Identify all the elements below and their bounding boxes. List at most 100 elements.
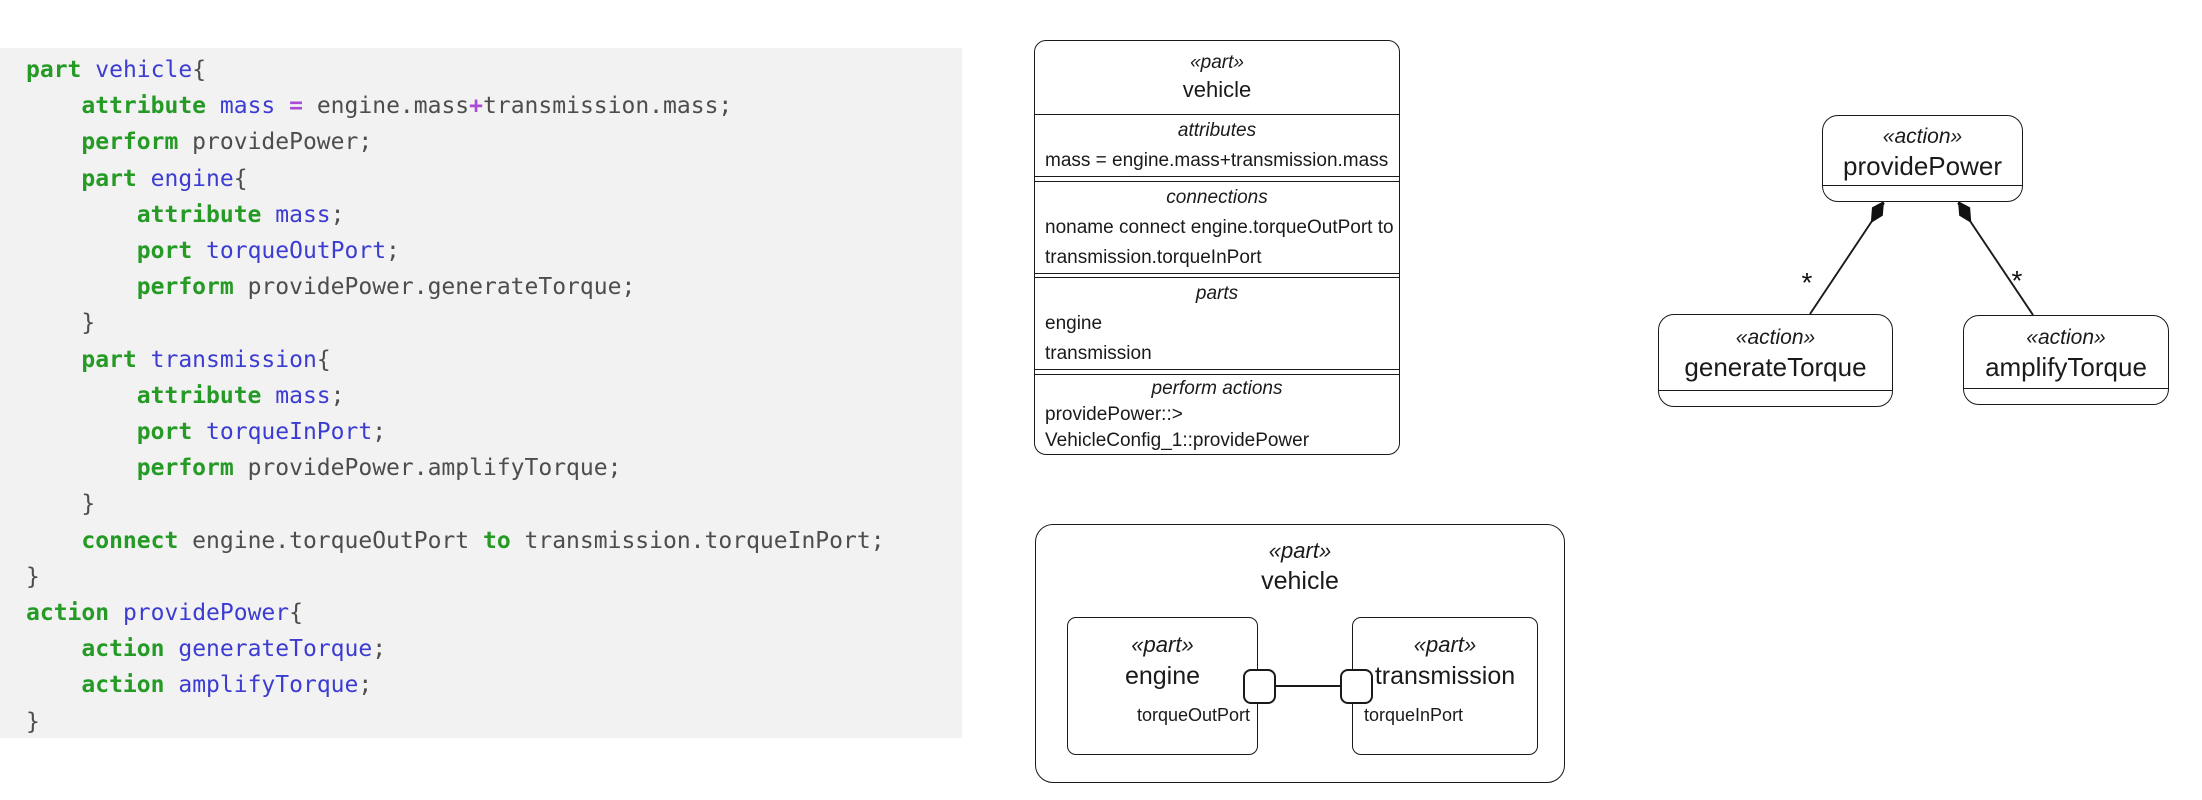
action-node-providepower: «action» providePower — [1822, 115, 2023, 202]
compartment-label: attributes — [1177, 120, 1257, 142]
code-line: perform providePower; — [26, 124, 962, 160]
code-token: { — [316, 346, 331, 373]
code-token: action — [81, 636, 165, 663]
compartment-line: transmission.torqueInPort — [1045, 246, 1262, 268]
port-label: torqueInPort — [1364, 705, 1464, 725]
element-name: amplifyTorque — [1985, 352, 2147, 382]
code-token — [164, 672, 178, 698]
code-token: action — [81, 672, 165, 699]
code-token — [26, 129, 81, 155]
port-label: torqueOutPort — [1136, 705, 1250, 725]
code-line: } — [26, 704, 962, 740]
code-token: part — [26, 57, 82, 83]
stereotype-label: «action» — [1735, 326, 1816, 349]
stereotype-label: «action» — [1882, 125, 1963, 148]
code-token: mass — [275, 201, 331, 228]
code-token — [26, 455, 137, 481]
ibd-transmission-box: «part» transmission — [1352, 617, 1538, 755]
code-token: providePower; — [178, 129, 373, 156]
code-token — [26, 419, 137, 445]
code-token: ; — [372, 636, 387, 663]
code-token — [26, 93, 81, 119]
code-token: torqueOutPort — [206, 238, 387, 265]
code-token: attribute — [81, 93, 207, 120]
code-token: part — [81, 165, 137, 192]
element-name: transmission — [1374, 662, 1516, 690]
code-token — [275, 93, 289, 119]
stereotype-label: «part» — [1190, 52, 1244, 73]
code-token: connect — [81, 527, 179, 554]
code-token: ; — [358, 672, 373, 699]
composition-line — [1809, 202, 1885, 315]
code-token: { — [192, 57, 207, 83]
code-line: action generateTorque; — [26, 631, 962, 667]
code-token — [137, 347, 151, 373]
code-line: perform providePower.generateTorque; — [26, 269, 962, 305]
code-token: ; — [330, 201, 345, 228]
code-line: } — [26, 305, 962, 341]
code-token — [109, 600, 123, 626]
code-line: } — [26, 486, 962, 522]
code-line: port torqueInPort; — [26, 414, 962, 450]
code-token — [261, 202, 275, 228]
code-token: transmission.mass; — [483, 93, 733, 120]
code-token: } — [26, 310, 96, 337]
code-token: } — [26, 563, 40, 590]
compartment-connections: connections noname connect engine.torque… — [1035, 182, 1399, 273]
code-token: action — [26, 600, 110, 627]
code-text: part vehicle{ attribute mass = engine.ma… — [0, 48, 962, 740]
code-token — [164, 636, 178, 662]
code-token — [192, 419, 206, 445]
code-line: connect engine.torqueOutPort to transmis… — [26, 523, 962, 559]
code-token: attribute — [136, 382, 262, 409]
code-token: providePower.generateTorque; — [233, 274, 636, 301]
code-token — [206, 93, 220, 119]
port-square-torqueinport — [1340, 669, 1373, 704]
code-token: ; — [372, 419, 387, 446]
multiplicity-label: * — [2012, 265, 2023, 296]
code-token — [26, 347, 81, 373]
compartment-line: mass = engine.mass+transmission.mass — [1045, 150, 1389, 172]
code-token: perform — [136, 455, 234, 482]
code-token: } — [26, 491, 96, 518]
compartment-line: noname connect engine.torqueOutPort to — [1045, 216, 1394, 238]
code-token — [81, 57, 95, 83]
code-token: generateTorque — [178, 636, 373, 663]
ibd-engine-box: «part» engine — [1067, 617, 1258, 755]
compartment-label: parts — [1195, 283, 1239, 305]
code-token: part — [81, 346, 137, 373]
code-token: port — [136, 419, 193, 446]
element-name: generateTorque — [1684, 352, 1867, 382]
code-token: engine.torqueOutPort — [178, 527, 483, 554]
code-token — [26, 166, 81, 192]
composition-line — [1957, 202, 2034, 316]
code-token — [26, 238, 137, 264]
code-line: perform providePower.amplifyTorque; — [26, 450, 962, 486]
code-token: to — [482, 527, 511, 554]
compartment-label: connections — [1166, 186, 1268, 208]
code-line: part engine{ — [26, 161, 962, 197]
compartment-separator — [1035, 369, 1399, 376]
code-token: perform — [81, 129, 179, 156]
code-token — [26, 528, 81, 554]
compartment-line: VehicleConfig_1::providePower — [1045, 430, 1310, 452]
compartment-label: perform actions — [1151, 378, 1283, 400]
code-token — [26, 636, 81, 662]
code-token — [192, 238, 206, 264]
code-token: port — [136, 238, 193, 265]
code-line: attribute mass; — [26, 378, 962, 414]
empty-compartment — [1659, 390, 1892, 406]
action-node-amplifytorque: «action» amplifyTorque — [1963, 315, 2169, 405]
action-node-generatetorque: «action» generateTorque — [1658, 314, 1893, 407]
code-token: } — [26, 708, 40, 735]
code-line: } — [26, 559, 962, 595]
stereotype-label: «part» — [1268, 538, 1332, 563]
code-token — [26, 202, 137, 228]
code-token: { — [233, 165, 248, 192]
compartment-parts: parts engine transmission — [1035, 278, 1399, 369]
code-token: { — [289, 600, 303, 627]
code-token: transmission — [150, 346, 317, 373]
code-token: vehicle — [95, 57, 193, 83]
composition-diamond-icon — [1870, 201, 1884, 224]
